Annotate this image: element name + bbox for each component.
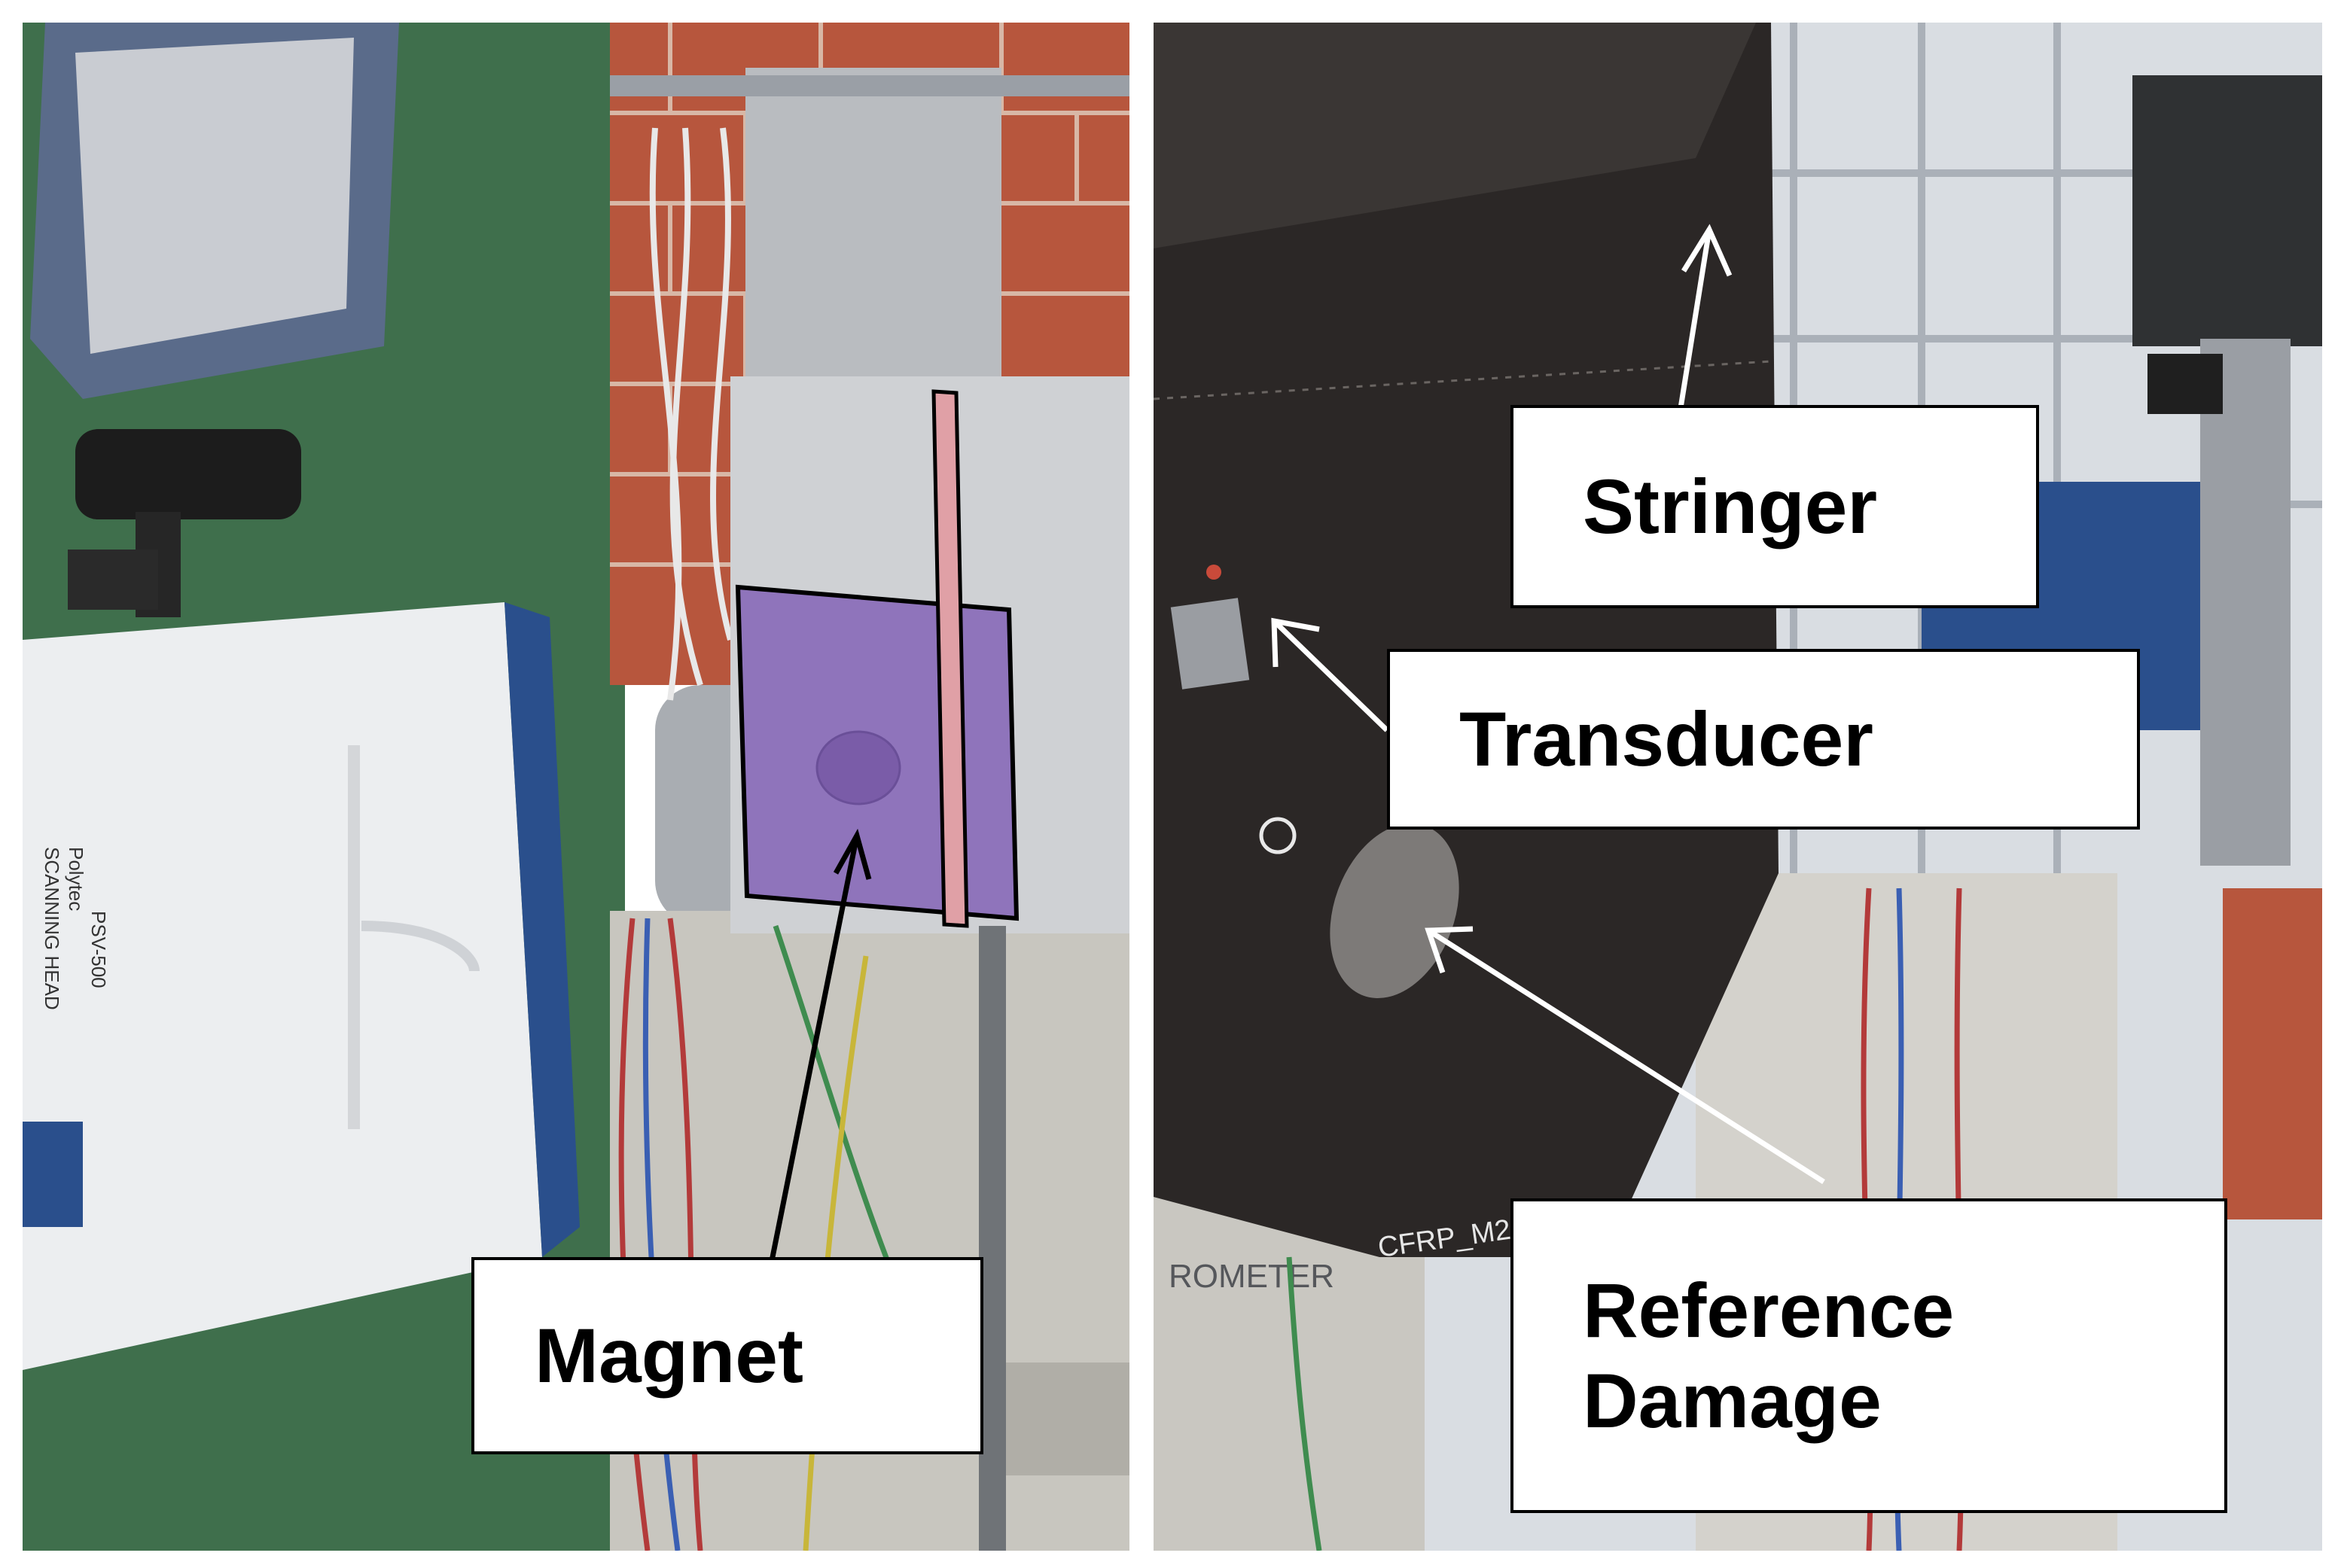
scanning-head-device: Polytec PSV-500 SCANNING HEAD <box>23 602 580 1370</box>
cables <box>649 127 733 701</box>
stand-pole <box>979 926 1006 1551</box>
machine-text: ROMETER <box>1169 1258 1334 1295</box>
vent <box>1001 1362 1129 1475</box>
transducer-label: Transducer <box>1387 649 2140 830</box>
stringer-label: Stringer <box>1510 405 2039 608</box>
reference-damage-disc <box>1330 823 1459 999</box>
cfrp-panel <box>1154 23 1779 1257</box>
magnet-disc <box>815 730 901 805</box>
strip-overlay <box>931 389 969 928</box>
stringer-arrow <box>1678 224 1733 409</box>
transducer-patch <box>1170 598 1250 690</box>
reference-damage-label: Reference Damage <box>1510 1198 2227 1513</box>
left-photo: Polytec PSV-500 SCANNING HEAD <box>23 23 1129 1551</box>
reference-damage-label-line2: Damage <box>1583 1358 1882 1444</box>
brick-wall-right <box>2223 888 2322 1219</box>
upper-scanning-head <box>30 23 399 399</box>
pole <box>610 75 1129 96</box>
marker-circle <box>1259 817 1297 854</box>
reference-damage-label-line1: Reference <box>1583 1267 1955 1353</box>
transducer-wire <box>1206 565 1221 580</box>
stringer-flange <box>1154 23 1756 248</box>
magnet-label: Magnet <box>471 1257 983 1454</box>
transducer-arrow <box>1271 617 1389 732</box>
tripod-camera <box>68 429 301 617</box>
stringer-seam <box>1154 360 1772 400</box>
reference-damage-arrow <box>1425 926 1825 1184</box>
device-model-text: PSV-500 <box>87 911 110 988</box>
magnet-arrow <box>765 828 872 1280</box>
right-photo-panel: ROMETER CFRP_M21 <box>1154 23 2322 1551</box>
left-photo-panel: Polytec PSV-500 SCANNING HEAD Magnet <box>23 23 1129 1551</box>
device-brand-text: Polytec <box>65 847 87 911</box>
device-head-text: SCANNING HEAD <box>41 847 63 1010</box>
